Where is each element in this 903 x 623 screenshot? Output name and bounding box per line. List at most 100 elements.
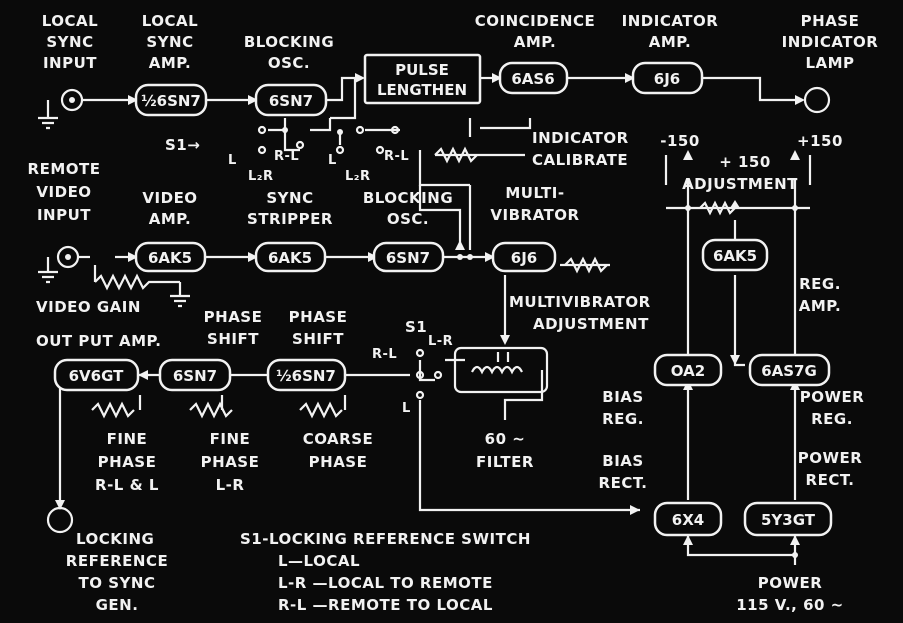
ground-icon	[170, 294, 190, 308]
label-phase-indicator-lamp: PHASE	[801, 12, 860, 30]
tube-label: ½6SN7	[141, 92, 201, 110]
label-indicator-calibrate: INDICATOR	[532, 129, 629, 147]
tube-phase-shift-1	[158, 358, 232, 392]
switch-mark: L-R	[428, 334, 453, 349]
label-multivibrator: MULTI-	[505, 184, 564, 202]
local-sync-jack-icon	[60, 88, 84, 112]
label-fine-phase-lr: FINE	[210, 430, 251, 448]
legend-title: S1-LOCKING REFERENCE SWITCH	[240, 530, 531, 548]
tube-multivibrator	[491, 241, 557, 273]
tube-label: 6AS7G	[761, 362, 817, 380]
label-remote-video-input: REMOTE	[28, 160, 101, 178]
tube-label: 6X4	[672, 511, 704, 529]
block-labels: LOCAL SYNC INPUT LOCAL SYNC AMP. BLOCKIN…	[28, 12, 879, 614]
label-bias-rect: BIAS	[602, 452, 643, 470]
tube-blocking-osc-top	[254, 83, 328, 117]
label-remote-video-input: VIDEO	[36, 183, 91, 201]
label-locking-reference: TO SYNC	[79, 574, 156, 592]
label-bias-reg: REG.	[602, 410, 644, 428]
label-blocking-osc-mid: BLOCKING	[363, 189, 453, 207]
tube-labels: ½6SN7 6SN7 PULSE LENGTHEN 6AS6 6J6 6AK5 …	[69, 61, 817, 529]
tube-label: PULSE	[395, 61, 449, 79]
label-video-gain: VIDEO GAIN	[36, 298, 141, 316]
label-reg-amp: AMP.	[799, 297, 841, 315]
label-sync-stripper: STRIPPER	[247, 210, 333, 228]
label-sync-stripper: SYNC	[266, 189, 313, 207]
label-minus-150: -150	[660, 132, 700, 150]
label-multivibrator-adjustment: MULTIVIBRATOR	[509, 293, 651, 311]
label-locking-reference: GEN.	[96, 596, 139, 614]
tube-label: 6SN7	[386, 249, 430, 267]
label-coarse-phase: COARSE	[303, 430, 374, 448]
label-output-amp: OUT PUT AMP.	[36, 332, 162, 350]
label-phase-indicator-lamp: LAMP	[805, 54, 854, 72]
coarse-phase-pot	[299, 401, 343, 419]
label-phase-shift-2: SHIFT	[292, 330, 344, 348]
potentiometers	[91, 146, 736, 419]
tube-power-reg	[748, 353, 831, 387]
label-local-sync-input: SYNC	[46, 33, 93, 51]
label-fine-phase-rl: R-L & L	[95, 476, 159, 494]
tube-label: 6AK5	[713, 247, 757, 265]
tube-boxes	[53, 53, 833, 537]
label-power-rect: RECT.	[806, 471, 855, 489]
tube-label: 6V6GT	[69, 367, 125, 385]
tube-pulse-lengthen	[363, 53, 482, 105]
tube-label: 6SN7	[173, 367, 217, 385]
label-local-sync-amp: AMP.	[149, 54, 191, 72]
label-multivibrator: VIBRATOR	[490, 206, 579, 224]
label-fine-phase-rl: PHASE	[98, 453, 157, 471]
tube-video-amp	[134, 241, 207, 273]
adjustment-pot	[699, 200, 736, 216]
tube-label: OA2	[671, 362, 705, 380]
tube-label: 6J6	[654, 70, 680, 88]
tube-coincidence-amp	[498, 61, 569, 95]
switch-mark: L	[228, 153, 237, 168]
label-power: POWER	[758, 574, 823, 592]
tube-indicator-amp	[631, 61, 704, 95]
tube-power-rect	[743, 501, 833, 537]
label-video-amp: VIDEO	[142, 189, 197, 207]
label-reg-amp: REG.	[799, 275, 841, 293]
label-local-sync-input: LOCAL	[42, 12, 98, 30]
label-remote-video-input: INPUT	[37, 206, 91, 224]
ground-icon	[38, 257, 58, 284]
label-blocking-osc-top: OSC.	[268, 54, 310, 72]
switch-mark: L₂R	[345, 169, 371, 184]
label-bias-reg: BIAS	[602, 388, 643, 406]
label-phase-indicator-lamp: INDICATOR	[782, 33, 879, 51]
tube-label: ½6SN7	[276, 367, 336, 385]
label-video-amp: AMP.	[149, 210, 191, 228]
label-fine-phase-lr: L-R	[216, 476, 245, 494]
phase-indicator-lamp-icon	[803, 86, 831, 114]
remote-video-jack-icon	[56, 245, 80, 269]
tube-bias-reg	[653, 353, 723, 387]
switch-mark: R-L	[384, 149, 409, 164]
label-s1-top: S1→	[165, 136, 200, 154]
label-fine-phase-rl: FINE	[107, 430, 148, 448]
label-adjustment: ADJUSTMENT	[682, 175, 798, 193]
label-local-sync-amp: SYNC	[146, 33, 193, 51]
label-multivibrator-adjustment: ADJUSTMENT	[533, 315, 649, 333]
label-coincidence-amp: COINCIDENCE	[475, 12, 596, 30]
label-indicator-calibrate: CALIBRATE	[532, 151, 628, 169]
multivibrator-adjust-pot	[564, 256, 608, 274]
filter-cap-icon	[496, 352, 510, 362]
label-local-sync-amp: LOCAL	[142, 12, 198, 30]
tube-blocking-osc-mid	[372, 241, 445, 273]
tube-reg-amp	[701, 238, 769, 272]
switch-mark: R-L	[372, 347, 397, 362]
tube-label: 5Y3GT	[761, 511, 816, 529]
legend-item: R-L —REMOTE TO LOCAL	[278, 596, 493, 614]
label-phase-shift-1: SHIFT	[207, 330, 259, 348]
switch-mark: L₂R	[248, 169, 274, 184]
tube-label: 6SN7	[269, 92, 313, 110]
tube-label: LENGTHEN	[377, 81, 467, 99]
label-fine-phase-lr: PHASE	[201, 453, 260, 471]
tube-label: 6J6	[511, 249, 537, 267]
label-power: 115 V., 60 ~	[736, 596, 844, 614]
label-phase-shift-1: PHASE	[204, 308, 263, 326]
filter-coil-icon	[471, 365, 523, 375]
